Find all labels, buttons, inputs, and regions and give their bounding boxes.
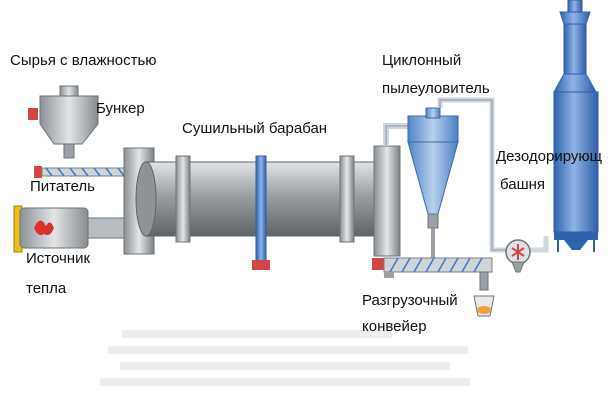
label-cyclone-1: Циклонный (382, 52, 462, 69)
label-deodor-1: Дезодорирующ (496, 148, 602, 165)
duct-to-tower (437, 97, 549, 253)
label-feeder: Питатель (30, 178, 95, 195)
deodorization-tower (553, 0, 599, 252)
drum-motor (252, 260, 270, 270)
feeder (34, 166, 127, 178)
faint-caption-line (108, 346, 468, 354)
drum-rear-head (373, 145, 401, 257)
label-cyclone-2: пылеуловитель (382, 80, 490, 97)
cyclone-dust-collector (407, 107, 459, 268)
product-pile (477, 306, 491, 314)
drum-ring-left (175, 155, 191, 243)
drum-drive-post (255, 155, 267, 265)
fan-icon (511, 244, 525, 260)
feeder-motor (34, 166, 42, 178)
duct-to-cyclone (383, 123, 408, 146)
hopper-motor (28, 108, 38, 120)
label-deodor-2: башня (500, 176, 546, 193)
label-conveyor-1: Разгрузочный (362, 292, 458, 309)
label-drying-drum: Сушильный барабан (182, 120, 328, 137)
label-conveyor-2: конвейер (362, 318, 427, 335)
heat-source (13, 205, 125, 253)
label-heat-source-1: Источник (26, 250, 91, 267)
drying-drum (135, 155, 383, 270)
faint-caption-line (100, 378, 470, 386)
label-heat-source-2: тепла (26, 280, 67, 297)
conveyor-motor (372, 258, 384, 270)
flame-icon (34, 220, 54, 236)
discharge-conveyor (372, 257, 495, 317)
faint-caption-line (120, 362, 450, 370)
drum-ring-right (339, 155, 355, 243)
label-raw-material: Сырья с влажностью (10, 52, 157, 69)
faint-caption-line (122, 330, 392, 338)
exhaust-fan (505, 239, 531, 273)
hopper (28, 85, 99, 159)
label-hopper: Бункер (96, 100, 145, 117)
